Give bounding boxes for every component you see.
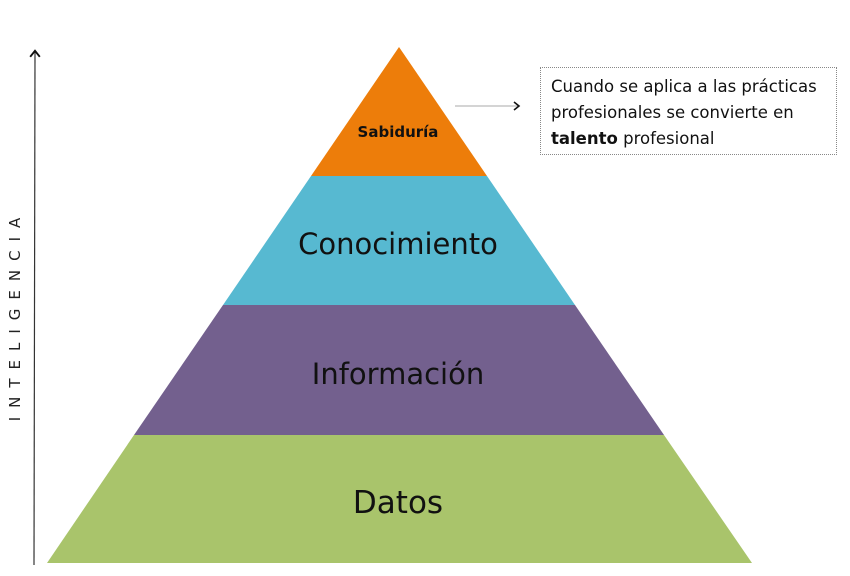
level-conocimiento xyxy=(223,176,575,305)
level-sabiduria xyxy=(311,47,487,176)
level-label-sabiduria: Sabiduría xyxy=(358,123,439,141)
note-text: Cuando se aplica a las prácticas profesi… xyxy=(551,77,817,122)
note-box: Cuando se aplica a las prácticas profesi… xyxy=(540,67,837,155)
level-informacion xyxy=(134,305,664,435)
axis-label: INTELIGENCIA xyxy=(6,208,24,422)
note-bold: talento xyxy=(551,129,618,148)
level-label-informacion: Información xyxy=(312,357,484,391)
note-text-after: profesional xyxy=(623,129,715,148)
level-datos xyxy=(47,435,752,563)
intelligence-axis-arrow xyxy=(29,49,41,566)
level-label-conocimiento: Conocimiento xyxy=(298,227,498,261)
level-label-datos: Datos xyxy=(353,485,443,521)
